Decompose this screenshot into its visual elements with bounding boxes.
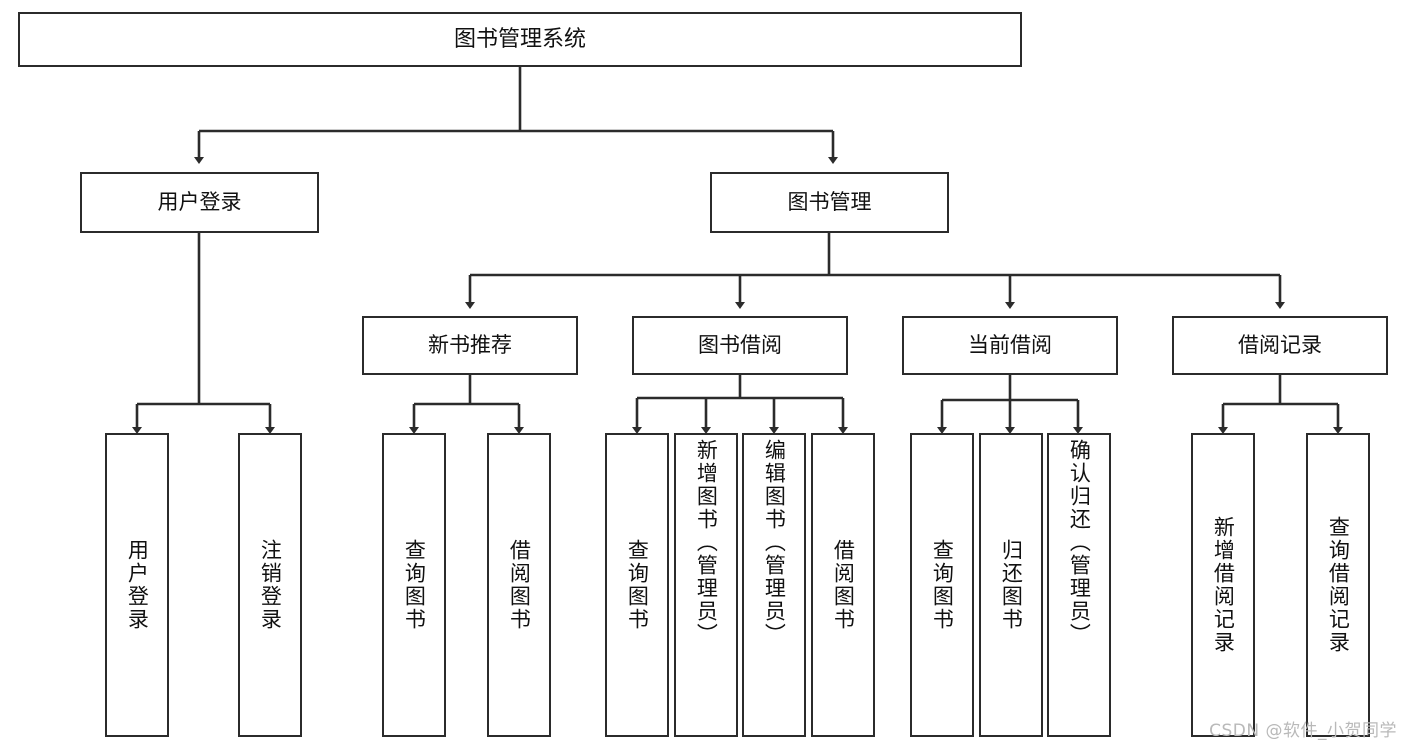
node-user-login[interactable]: 用户登录 [80, 172, 319, 233]
node-label: 查询图书 [402, 539, 427, 631]
node-leaf-logout-login[interactable]: 注销登录 [238, 433, 302, 737]
node-leaf-confirm-return[interactable]: 确认归还（管理员） [1047, 433, 1111, 737]
node-label: 借阅图书 [507, 539, 532, 631]
node-label: 图书管理系统 [453, 26, 586, 52]
node-label: 借阅记录 [1238, 333, 1322, 358]
node-new-book-recommend[interactable]: 新书推荐 [362, 316, 578, 375]
node-leaf-borrow-book-2[interactable]: 借阅图书 [811, 433, 875, 737]
node-label: 编辑图书（管理员） [762, 439, 787, 646]
node-label: 用户登录 [125, 539, 150, 631]
node-label: 图书管理 [787, 190, 872, 215]
node-leaf-query-record[interactable]: 查询借阅记录 [1306, 433, 1370, 737]
node-label: 注销登录 [258, 539, 283, 631]
node-label: 归还图书 [999, 539, 1024, 631]
node-leaf-query-book-2[interactable]: 查询图书 [605, 433, 669, 737]
node-label: 查询图书 [930, 539, 955, 631]
node-label: 新增图书（管理员） [694, 439, 719, 646]
node-book-borrow[interactable]: 图书借阅 [632, 316, 848, 375]
node-current-borrow[interactable]: 当前借阅 [902, 316, 1118, 375]
node-label: 查询图书 [625, 539, 650, 631]
node-label: 新书推荐 [428, 333, 512, 358]
node-book-management-system[interactable]: 图书管理系统 [18, 12, 1022, 67]
node-leaf-edit-book[interactable]: 编辑图书（管理员） [742, 433, 806, 737]
node-label: 借阅图书 [831, 539, 856, 631]
node-leaf-return-book[interactable]: 归还图书 [979, 433, 1043, 737]
node-leaf-add-record[interactable]: 新增借阅记录 [1191, 433, 1255, 737]
node-label: 图书借阅 [698, 333, 782, 358]
node-leaf-query-book-1[interactable]: 查询图书 [382, 433, 446, 737]
node-label: 当前借阅 [968, 333, 1052, 358]
node-label: 查询借阅记录 [1326, 516, 1351, 654]
node-book-management[interactable]: 图书管理 [710, 172, 949, 233]
node-leaf-add-book[interactable]: 新增图书（管理员） [674, 433, 738, 737]
node-label: 用户登录 [157, 190, 242, 215]
node-leaf-user-login[interactable]: 用户登录 [105, 433, 169, 737]
node-label: 新增借阅记录 [1211, 516, 1236, 654]
node-leaf-borrow-book-1[interactable]: 借阅图书 [487, 433, 551, 737]
node-label: 确认归还（管理员） [1067, 439, 1092, 646]
watermark: CSDN @软件_小贺同学 [1209, 721, 1397, 741]
node-borrow-record[interactable]: 借阅记录 [1172, 316, 1388, 375]
node-leaf-query-book-3[interactable]: 查询图书 [910, 433, 974, 737]
